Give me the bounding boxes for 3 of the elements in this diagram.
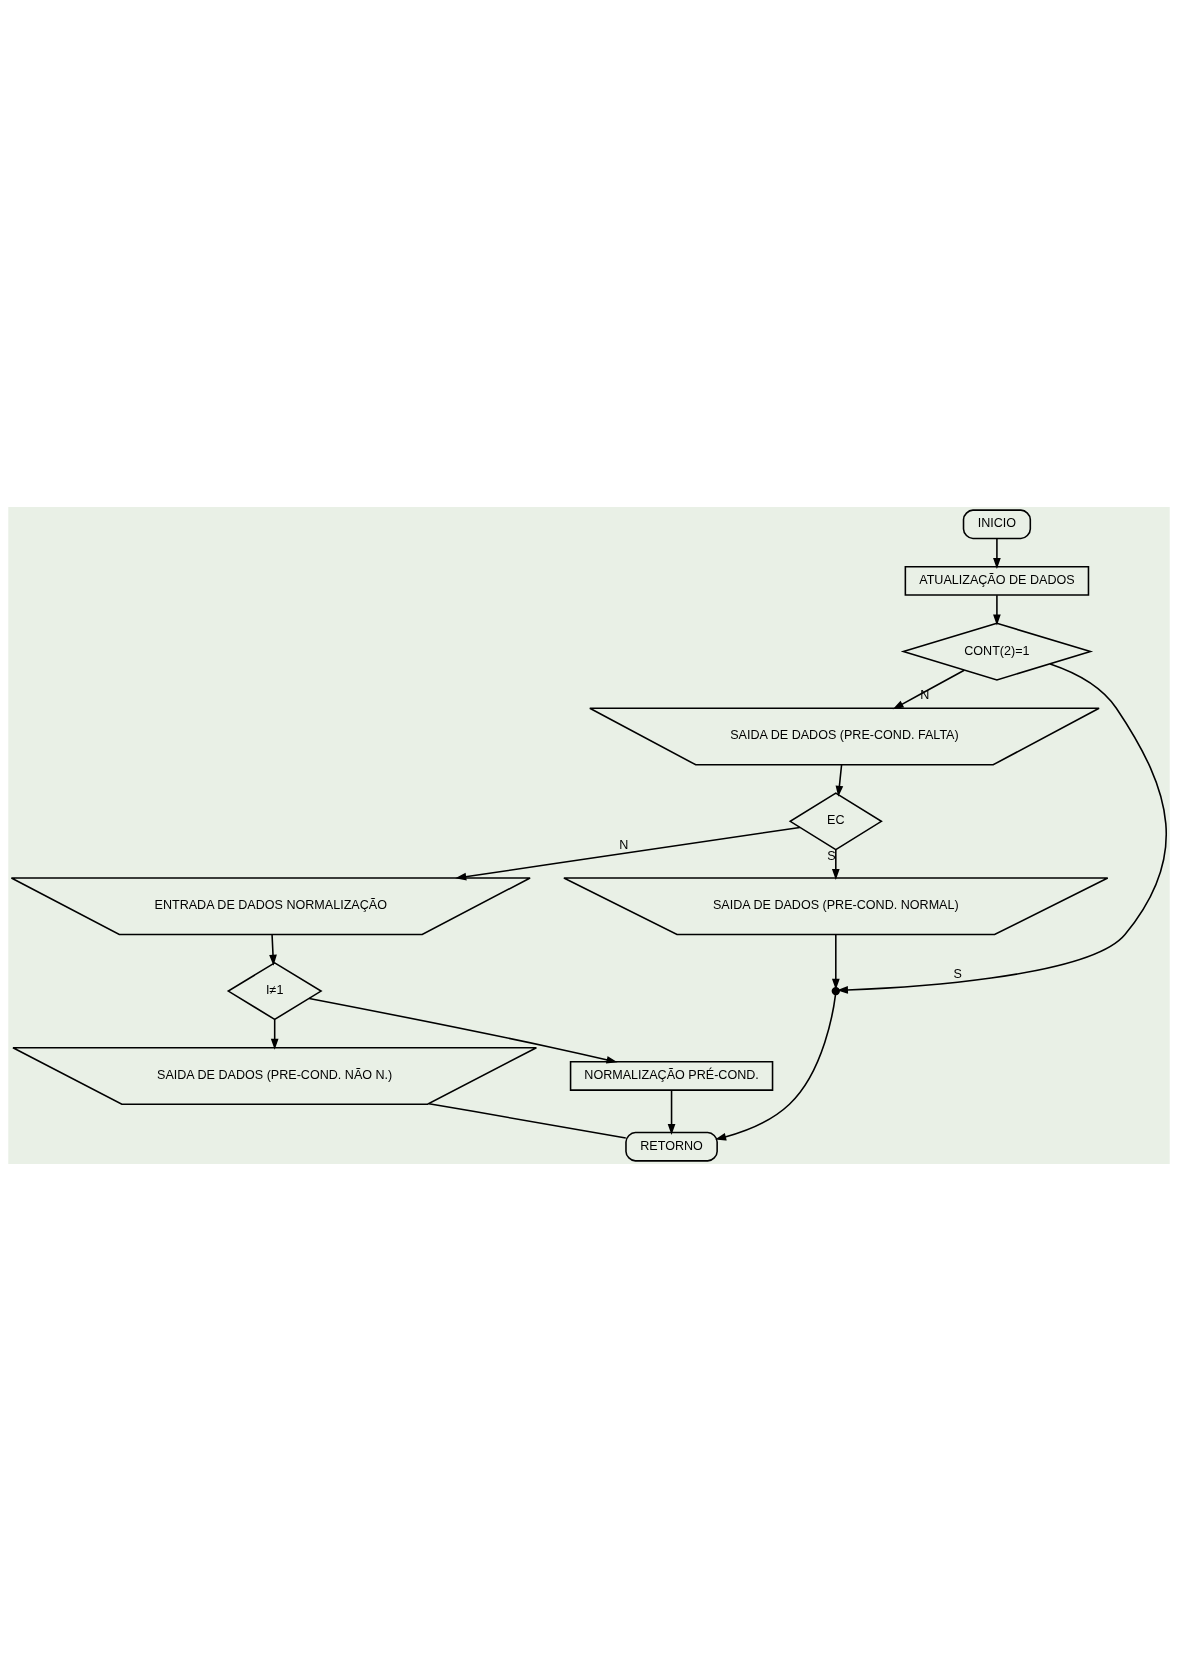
edge-label: S	[953, 966, 962, 981]
edge-label: N	[619, 837, 629, 852]
edge-label: S	[827, 848, 836, 863]
